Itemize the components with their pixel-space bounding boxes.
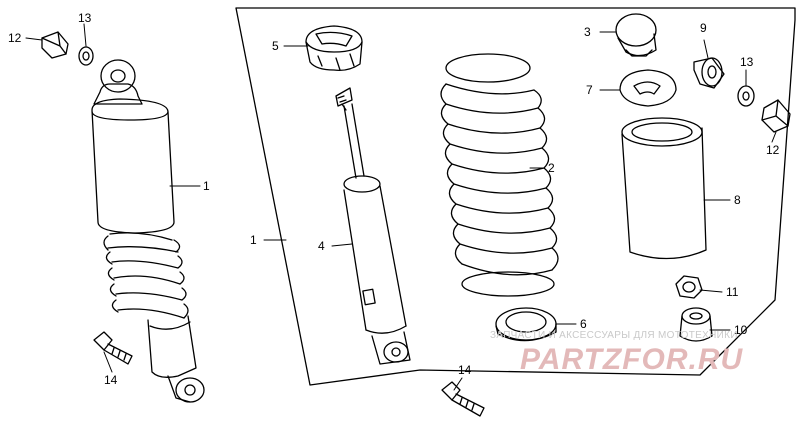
callout-3: 3 xyxy=(584,25,591,39)
leader-lines xyxy=(25,23,777,391)
callout-12-right: 12 xyxy=(766,143,780,157)
callout-2: 2 xyxy=(548,161,555,175)
callout-4: 4 xyxy=(318,239,325,253)
rubber-bushing xyxy=(679,307,713,342)
washer-left xyxy=(78,46,94,66)
bolt-left xyxy=(93,331,133,365)
callout-11: 11 xyxy=(726,285,739,299)
callout-1-left: 1 xyxy=(203,179,210,193)
callout-14-middle: 14 xyxy=(458,363,472,377)
watermark-logo: PARTZFOR.RU xyxy=(520,343,744,376)
callout-6: 6 xyxy=(580,317,587,331)
cap-nut-right xyxy=(761,99,791,133)
callout-12-left: 12 xyxy=(8,31,22,45)
dust-cover xyxy=(621,117,707,260)
callout-7: 7 xyxy=(586,83,593,97)
stopper-plate xyxy=(619,69,677,107)
callout-13-left: 13 xyxy=(78,11,92,25)
damper-unit xyxy=(335,87,411,365)
upper-mount xyxy=(615,13,657,57)
spring-seat-top xyxy=(305,25,363,72)
bolt-middle xyxy=(441,381,485,417)
assembly-group-outline xyxy=(235,7,796,386)
callout-5: 5 xyxy=(272,39,279,53)
callout-8: 8 xyxy=(734,193,741,207)
callout-10: 10 xyxy=(734,323,748,337)
watermark-text: ЗАПЧАСТИ И АКСЕССУАРЫ ДЛЯ МОТОТЕХНИКИ xyxy=(490,330,738,341)
assembled-shock-absorber xyxy=(91,59,205,403)
lock-nut xyxy=(675,275,703,299)
washer-right xyxy=(737,85,755,107)
callout-14-left: 14 xyxy=(104,373,118,387)
coil-spring xyxy=(440,53,559,297)
cap-nut-left xyxy=(41,31,69,59)
callout-13-right: 13 xyxy=(740,55,754,69)
bushing xyxy=(693,57,725,89)
callout-1-group: 1 xyxy=(250,233,257,247)
callout-9: 9 xyxy=(700,21,707,35)
